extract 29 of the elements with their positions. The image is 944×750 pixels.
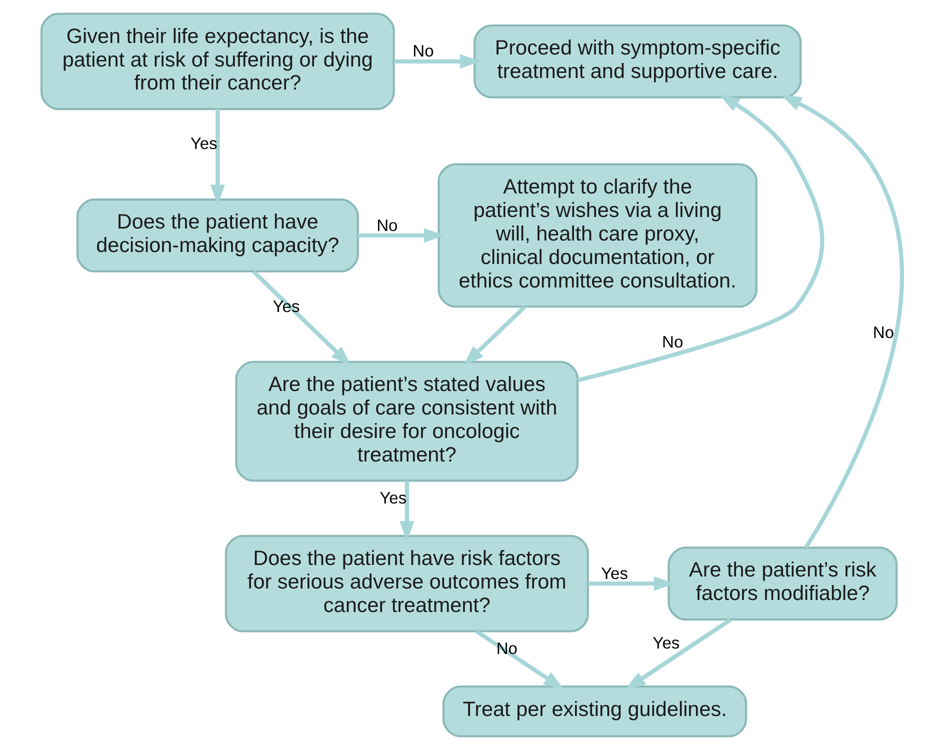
arrow [463, 306, 526, 366]
edge-label: No [376, 216, 398, 235]
node-box: Given their life expectancy, is the patient at risk of suffering or dying from their cancer? [40, 12, 395, 110]
edge-label: No [496, 639, 518, 658]
arrow [358, 228, 445, 243]
edge-label: Yes [652, 634, 680, 653]
edge-label: Yes [272, 296, 300, 316]
arrow [625, 618, 732, 690]
node-box: Proceed with symptom-specific treatment and supportive care. [474, 24, 802, 98]
edge-label: No [662, 332, 684, 352]
edge-label: Yes [601, 564, 628, 583]
arrow [476, 630, 564, 690]
node-box: Does the patient have decision-making capacity? [76, 198, 359, 272]
node-box: Attempt to clarify the patient’s wishes via a living will, health care proxy, clinical documentation, or ethics committee consultation. [438, 163, 758, 308]
arrow [210, 109, 225, 206]
node-box: Are the patient’s stated values and goals of care consistent with their desire for oncologic treatment? [235, 360, 579, 482]
arrow [780, 94, 904, 549]
arrow [394, 54, 481, 69]
arrow [252, 270, 352, 366]
edge-label: Yes [380, 488, 407, 508]
arrow [400, 480, 414, 542]
arrow [577, 94, 824, 382]
edge-label: No [872, 323, 894, 342]
node-box: Are the patient’s risk factors modifiable? [668, 546, 898, 621]
edge-label: Yes [190, 134, 218, 154]
node-box: Does the patient have risk factors for serious adverse outcomes from cancer treatment? [224, 534, 589, 632]
edge-label: No [412, 42, 434, 61]
arrow [588, 576, 675, 591]
node-box: Treat per existing guidelines. [442, 685, 748, 738]
